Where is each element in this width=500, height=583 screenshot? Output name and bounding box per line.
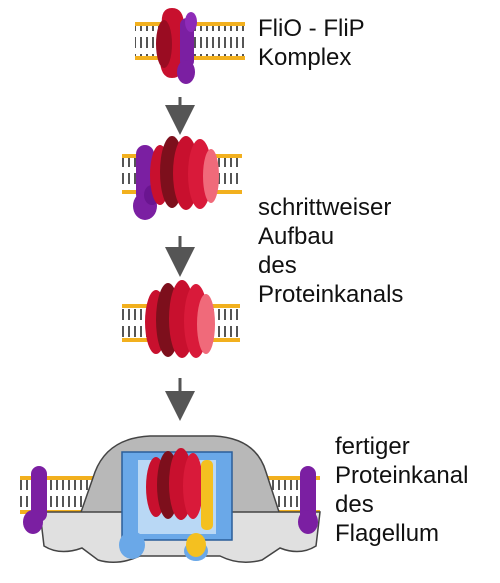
fliP-protein (156, 20, 172, 68)
flip-channel-partial (150, 136, 219, 210)
label-flio-flip-complex: FliO - FliP Komplex (258, 14, 365, 72)
label-line: Komplex (258, 44, 352, 71)
stage-2-assembly (122, 136, 242, 220)
label-line: des (335, 491, 374, 518)
fliO-protein (23, 466, 318, 534)
label-line: Aufbau (258, 223, 335, 250)
label-line: Flagellum (335, 520, 440, 547)
label-line: fertiger (335, 433, 410, 460)
label-line: des (258, 252, 297, 279)
yellow-protein (186, 460, 213, 557)
label-finished-channel: fertiger Proteinkanal des Flagellum (335, 432, 468, 548)
label-line: schrittweiser (258, 194, 392, 221)
label-line: Proteinkanal (335, 462, 469, 489)
stage-3-channel (122, 280, 240, 358)
label-line: Proteinkanals (258, 281, 404, 308)
stage-1-complex (135, 8, 245, 84)
flip-channel (145, 280, 215, 358)
stage-4-flagellum (20, 435, 321, 563)
label-line: FliO - FliP (258, 15, 365, 42)
flip-channel (146, 448, 203, 520)
fliO-protein (177, 12, 197, 84)
label-stepwise-assembly: schrittweiser Aufbau des Proteinkanals (258, 193, 403, 309)
